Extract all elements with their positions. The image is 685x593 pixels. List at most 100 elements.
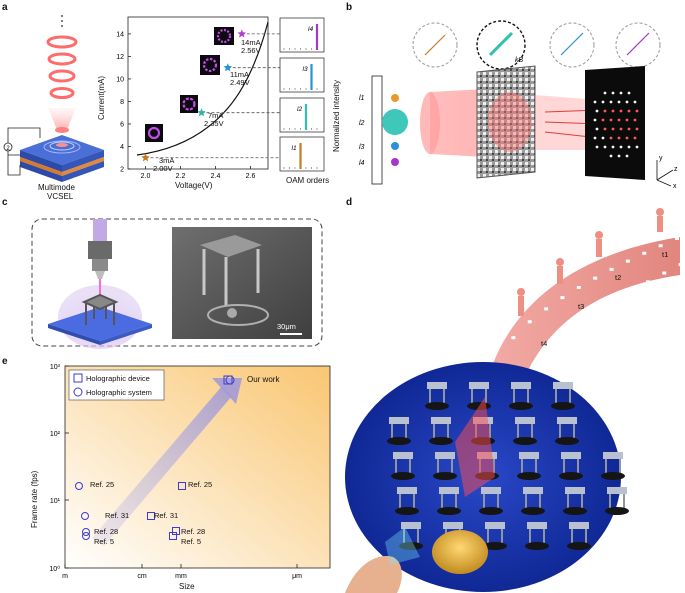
micro-table-leg bbox=[403, 529, 405, 543]
micro-table-top bbox=[389, 417, 409, 424]
micro-table-top bbox=[553, 382, 573, 389]
emitted-light bbox=[455, 397, 495, 497]
micro-table-top bbox=[515, 417, 535, 424]
screen-dot bbox=[611, 145, 615, 149]
micro-table-leg bbox=[563, 459, 565, 473]
film-hole bbox=[625, 259, 630, 263]
oam-dot-l1 bbox=[391, 94, 399, 102]
micro-table-leg bbox=[417, 529, 419, 543]
film-hole bbox=[560, 296, 565, 300]
micro-table-top bbox=[427, 382, 447, 389]
oam-box bbox=[279, 97, 325, 133]
screen-dot bbox=[619, 127, 623, 131]
e-xlabel: Size bbox=[179, 582, 195, 591]
hologram-plate bbox=[476, 65, 536, 179]
frame-t4: t4 bbox=[541, 339, 548, 348]
vcsel-label-1: Multimode bbox=[38, 183, 75, 192]
device-marker bbox=[178, 482, 186, 490]
screen-dot bbox=[595, 127, 599, 131]
oam-dot-l4 bbox=[391, 158, 399, 166]
ref-sys31: Ref. 31 bbox=[105, 511, 130, 520]
micro-table-pad bbox=[425, 402, 449, 410]
micro-table-leg bbox=[485, 389, 487, 403]
micro-table-leg bbox=[433, 424, 435, 438]
film-hole bbox=[593, 276, 598, 280]
micro-table-top bbox=[393, 452, 413, 459]
film-hole bbox=[658, 244, 663, 248]
scale-bar-label: 30μm bbox=[277, 322, 296, 331]
screen-dot bbox=[627, 127, 631, 131]
vcsel-label-2: VCSEL bbox=[47, 192, 74, 201]
screen-dot bbox=[601, 100, 605, 104]
micro-table-pad bbox=[399, 542, 423, 550]
film-hole bbox=[596, 309, 601, 313]
screen-dot bbox=[603, 145, 607, 149]
micro-table-top bbox=[443, 522, 463, 529]
film-hole bbox=[576, 285, 581, 289]
screen-dot bbox=[595, 109, 599, 113]
micro-table-leg bbox=[405, 424, 407, 438]
screen-dot bbox=[611, 127, 615, 131]
micro-table-pad bbox=[479, 507, 503, 515]
micro-table-top bbox=[397, 487, 417, 494]
micro-table-pad bbox=[521, 507, 545, 515]
micro-table-pad bbox=[387, 437, 411, 445]
screen-dot bbox=[627, 91, 631, 95]
oam-label: l1 bbox=[292, 145, 297, 152]
film-hole bbox=[511, 336, 516, 340]
micro-table-pad bbox=[563, 507, 587, 515]
projection-screen bbox=[585, 66, 645, 180]
trend-arrow bbox=[92, 386, 232, 546]
screen-dot bbox=[617, 100, 621, 104]
oam-xlabel: OAM orders bbox=[286, 176, 330, 185]
e-xtick-label: mm bbox=[175, 573, 187, 580]
screen-dot bbox=[601, 136, 605, 140]
micro-table-leg bbox=[525, 494, 527, 508]
screen-dot bbox=[609, 136, 613, 140]
ref-dev28: Ref. 28 bbox=[181, 527, 206, 536]
film-hole bbox=[580, 320, 585, 324]
micro-table-leg bbox=[529, 529, 531, 543]
e-xtick-label: cm bbox=[137, 573, 147, 580]
dancer-figures bbox=[517, 208, 664, 316]
micro-table-leg bbox=[443, 389, 445, 403]
micro-table-leg bbox=[573, 424, 575, 438]
micro-table-pad bbox=[555, 437, 579, 445]
ref-sys25: Ref. 25 bbox=[90, 480, 115, 489]
film-hole bbox=[544, 307, 549, 311]
panel-c-frame bbox=[31, 218, 323, 347]
film-hole bbox=[629, 289, 634, 293]
iv-point-marker bbox=[223, 63, 232, 72]
film-hole bbox=[675, 237, 679, 240]
iv-xlabel: Voltage(V) bbox=[175, 181, 213, 190]
micro-table-pad bbox=[513, 437, 537, 445]
screen-dot bbox=[625, 118, 629, 122]
objective-lens bbox=[88, 219, 112, 279]
system-marker bbox=[82, 532, 90, 540]
e-ytick-label: 10² bbox=[50, 431, 61, 438]
iv-ytick-label: 4 bbox=[120, 144, 124, 151]
e-ylabel: Frame rate (fps) bbox=[30, 470, 39, 528]
micro-table-leg bbox=[429, 389, 431, 403]
beam-rings bbox=[46, 35, 78, 99]
micro-table-leg bbox=[501, 529, 503, 543]
film-hole bbox=[678, 263, 683, 267]
point-label-14mA: 14mA bbox=[241, 38, 261, 47]
micro-table-leg bbox=[567, 494, 569, 508]
screen-dot bbox=[593, 118, 597, 122]
micro-table-top bbox=[439, 487, 459, 494]
e-ytick-label: 10¹ bbox=[50, 498, 61, 505]
screen-dot bbox=[625, 136, 629, 140]
beam-cone bbox=[48, 108, 76, 132]
screen-pixel-dots bbox=[593, 91, 639, 158]
screen-dot bbox=[633, 136, 637, 140]
screen-dot bbox=[617, 136, 621, 140]
screen-dot bbox=[593, 136, 597, 140]
drive-circuit bbox=[3, 127, 41, 176]
legend-circle-icon bbox=[73, 387, 83, 397]
screen-dot bbox=[633, 100, 637, 104]
our-work-label: Our work bbox=[247, 375, 280, 384]
axis-y: y bbox=[659, 155, 663, 162]
oam-label: l4 bbox=[308, 26, 313, 33]
